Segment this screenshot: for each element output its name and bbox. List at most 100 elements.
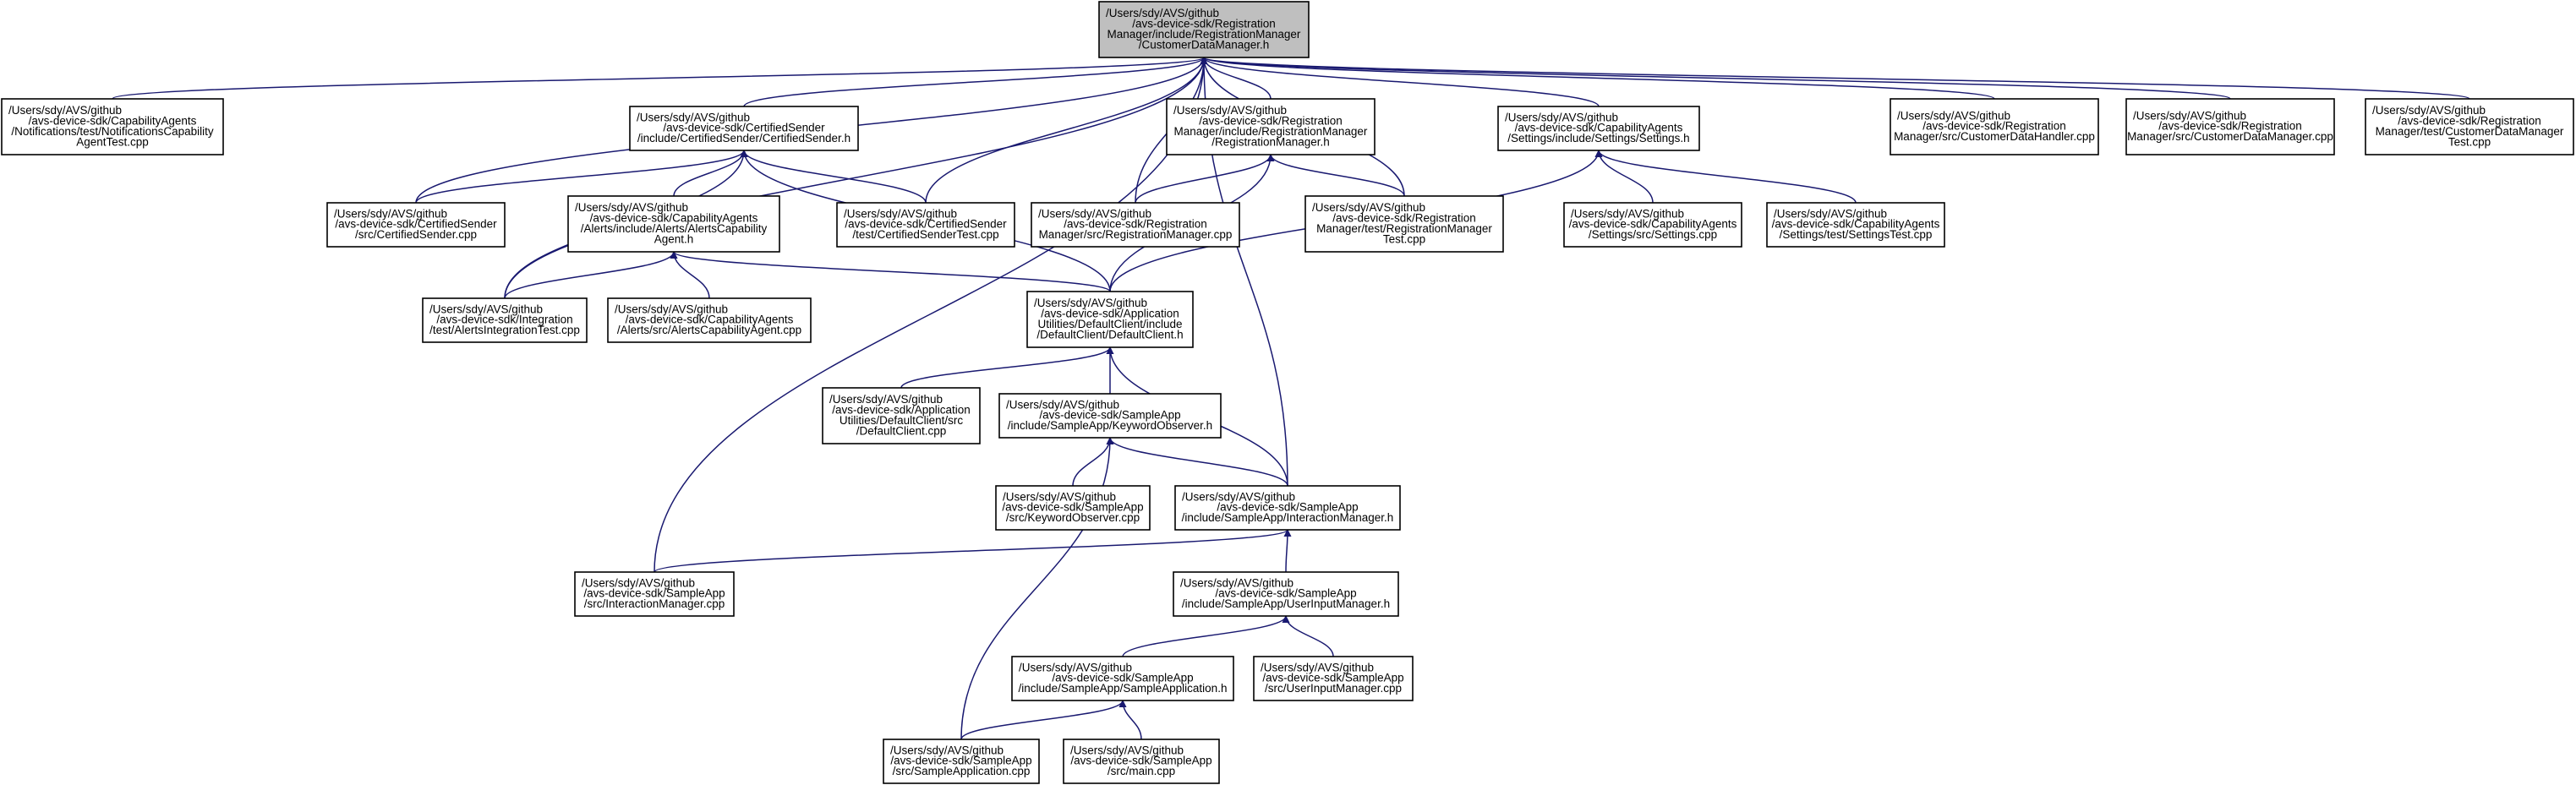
file-node[interactable]: /Users/sdy/AVS/github/avs-device-sdk/Cer… xyxy=(836,202,1015,248)
node-box xyxy=(2125,98,2335,155)
file-node[interactable]: /Users/sdy/AVS/github/avs-device-sdk/Int… xyxy=(422,297,588,343)
node-label-line: /src/InteractionManager.cpp xyxy=(584,597,725,610)
file-node[interactable]: /Users/sdy/AVS/github/avs-device-sdk/App… xyxy=(1026,291,1194,348)
file-node[interactable]: /Users/sdy/AVS/github/avs-device-sdk/Sam… xyxy=(1173,571,1399,617)
node-label-line: /avs-device-sdk/Registration xyxy=(1332,212,1476,225)
node-label-line: /avs-device-sdk/Registration xyxy=(1199,115,1343,128)
file-node[interactable]: /Users/sdy/AVS/github/avs-device-sdk/Sam… xyxy=(1174,485,1401,531)
file-node[interactable]: /Users/sdy/AVS/github/avs-device-sdk/Reg… xyxy=(1031,202,1240,248)
edge-n13-to-n4 xyxy=(1594,150,1654,204)
node-label-line: /avs-device-sdk/Registration xyxy=(1132,18,1276,30)
node-box xyxy=(1304,195,1504,253)
node-box xyxy=(1173,571,1399,617)
node-label-line: /include/SampleApp/UserInputManager.h xyxy=(1182,597,1390,610)
node-label-line: /Users/sdy/AVS/github xyxy=(637,111,750,123)
node-label-line: /avs-device-sdk/SampleApp xyxy=(1262,672,1403,684)
node-label-line: Manager/src/RegistrationManager.cpp xyxy=(1039,228,1233,241)
node-label-line: /avs-device-sdk/SampleApp xyxy=(890,755,1031,767)
edge-n7-to-n0 xyxy=(1200,57,2470,100)
file-node[interactable]: /Users/sdy/AVS/github/avs-device-sdk/Reg… xyxy=(1304,195,1504,253)
node-label-line: /avs-device-sdk/Application xyxy=(1041,308,1179,320)
node-box xyxy=(422,297,588,343)
node-label-line: Manager/src/CustomerDataManager.cpp xyxy=(2127,130,2333,143)
file-node[interactable]: /Users/sdy/AVS/github/avs-device-sdk/Cap… xyxy=(1563,202,1742,248)
edge-n22-to-n21 xyxy=(654,529,1292,573)
node-label-line: /avs-device-sdk/CertifiedSender xyxy=(845,218,1007,231)
file-node[interactable]: /Users/sdy/AVS/github/avs-device-sdk/Sam… xyxy=(995,485,1151,531)
node-box xyxy=(1890,98,2099,155)
node-label-line: Manager/test/CustomerDataManager xyxy=(2376,125,2564,138)
node-root-customerdatamanager-h[interactable]: /Users/sdy/AVS/github/avs-device-sdk/Reg… xyxy=(1098,1,1310,58)
node-label-line: /Users/sdy/AVS/github xyxy=(1774,207,1887,220)
node-box xyxy=(836,202,1015,248)
file-node[interactable]: /Users/sdy/AVS/github/avs-device-sdk/Sam… xyxy=(1253,656,1414,701)
node-box xyxy=(1063,739,1220,784)
node-box xyxy=(629,106,859,151)
file-node[interactable]: /Users/sdy/AVS/github/avs-device-sdk/Cap… xyxy=(1766,202,1945,248)
edge-n11-to-n3 xyxy=(1135,154,1275,204)
edge-n18-to-n17 xyxy=(900,346,1114,389)
node-label-line: /Users/sdy/AVS/github xyxy=(429,303,543,315)
node-label-line: Manager/src/CustomerDataHandler.cpp xyxy=(1894,130,2095,143)
node-label-line: /Users/sdy/AVS/github xyxy=(8,104,122,117)
file-node[interactable]: /Users/sdy/AVS/github/avs-device-sdk/Reg… xyxy=(2365,98,2574,155)
file-node[interactable]: /Users/sdy/AVS/github/avs-device-sdk/Sam… xyxy=(998,393,1222,439)
file-node[interactable]: /Users/sdy/AVS/github/avs-device-sdk/Sam… xyxy=(883,739,1040,784)
file-node[interactable]: /Users/sdy/AVS/github/avs-device-sdk/Cap… xyxy=(1497,106,1700,151)
node-label-line: /Users/sdy/AVS/github xyxy=(1180,576,1293,589)
file-node[interactable]: /Users/sdy/AVS/github/avs-device-sdk/Sam… xyxy=(574,571,735,617)
node-label-line: /Users/sdy/AVS/github xyxy=(1505,111,1618,123)
node-label-line: /Users/sdy/AVS/github xyxy=(1070,744,1184,756)
node-label-line: /Users/sdy/AVS/github xyxy=(1571,207,1684,220)
file-node[interactable]: /Users/sdy/AVS/github/avs-device-sdk/Cap… xyxy=(1,98,224,155)
node-label-line: /Users/sdy/AVS/github xyxy=(575,201,688,214)
edge-n12-to-n3 xyxy=(1266,154,1405,197)
node-label-line: /Users/sdy/AVS/github xyxy=(615,303,728,315)
node-label-line: /src/main.cpp xyxy=(1108,765,1175,777)
node-label-line: /avs-device-sdk/Registration xyxy=(2158,120,2302,133)
node-box xyxy=(1026,291,1194,348)
file-node[interactable]: /Users/sdy/AVS/github/avs-device-sdk/App… xyxy=(822,387,981,444)
node-box xyxy=(1563,202,1742,248)
edge-n21-to-n19 xyxy=(1106,437,1288,487)
node-label-line: /Users/sdy/AVS/github xyxy=(2372,104,2486,117)
edge-n4-to-n0 xyxy=(1200,57,1600,107)
node-box xyxy=(574,571,735,617)
node-box xyxy=(326,202,506,248)
node-label-line: AgentTest.cpp xyxy=(76,135,149,148)
node-label-line: /Users/sdy/AVS/github xyxy=(1897,109,2010,122)
node-label-line: /Settings/src/Settings.cpp xyxy=(1589,228,1717,241)
node-label-line: /src/SampleApplication.cpp xyxy=(893,765,1031,777)
file-node[interactable]: /Users/sdy/AVS/github/avs-device-sdk/Sam… xyxy=(1063,739,1220,784)
file-node[interactable]: /Users/sdy/AVS/github/avs-device-sdk/Reg… xyxy=(1166,98,1376,155)
node-box xyxy=(1031,202,1240,248)
node-label-line: /DefaultClient/DefaultClient.h xyxy=(1036,328,1183,341)
node-label-line: /Settings/test/SettingsTest.cpp xyxy=(1780,228,1933,241)
edge-n25-to-n23 xyxy=(1282,615,1334,657)
node-label-line: /avs-device-sdk/CapabilityAgents xyxy=(1515,122,1683,134)
node-label-line: /avs-device-sdk/CertifiedSender xyxy=(663,122,825,134)
file-node[interactable]: /Users/sdy/AVS/github/avs-device-sdk/Reg… xyxy=(1890,98,2099,155)
node-label-line: /Alerts/src/AlertsCapabilityAgent.cpp xyxy=(617,324,801,336)
node-label-line: /avs-device-sdk/CapabilityAgents xyxy=(29,115,197,128)
node-label-line: /Settings/include/Settings/Settings.h xyxy=(1507,132,1689,144)
file-node[interactable]: /Users/sdy/AVS/github/avs-device-sdk/Cap… xyxy=(607,297,812,343)
node-box xyxy=(998,393,1222,439)
node-label-line: /src/UserInputManager.cpp xyxy=(1265,682,1402,695)
node-label-line: Utilities/DefaultClient/src xyxy=(840,414,964,427)
file-node[interactable]: /Users/sdy/AVS/github/avs-device-sdk/Cap… xyxy=(567,195,780,253)
file-node[interactable]: /Users/sdy/AVS/github/avs-device-sdk/Sam… xyxy=(1011,656,1234,701)
file-node[interactable]: /Users/sdy/AVS/github/avs-device-sdk/Cer… xyxy=(629,106,859,151)
node-label-line: Manager/include/RegistrationManager xyxy=(1174,125,1368,138)
node-label-line: /avs-device-sdk/CapabilityAgents xyxy=(1772,218,1940,231)
file-node[interactable]: /Users/sdy/AVS/github/avs-device-sdk/Cer… xyxy=(326,202,506,248)
edge-n1-to-n0 xyxy=(112,57,1208,100)
node-label-line: /Users/sdy/AVS/github xyxy=(1173,104,1287,117)
edge-n15-to-n9 xyxy=(504,251,678,299)
node-label-line: /Notifications/test/NotificationsCapabil… xyxy=(11,125,214,138)
file-node[interactable]: /Users/sdy/AVS/github/avs-device-sdk/Reg… xyxy=(2125,98,2335,155)
node-label-line: /avs-device-sdk/CapabilityAgents xyxy=(626,313,794,326)
node-label-line: /Users/sdy/AVS/github xyxy=(1006,398,1119,411)
node-label-line: /include/SampleApp/KeywordObserver.h xyxy=(1008,419,1212,432)
